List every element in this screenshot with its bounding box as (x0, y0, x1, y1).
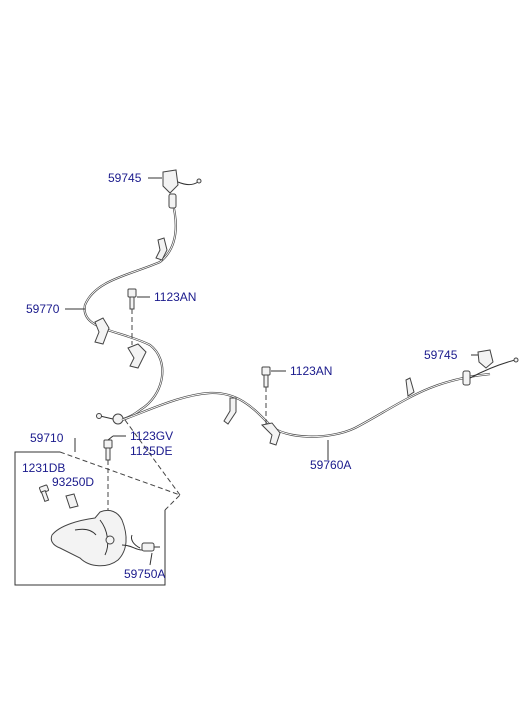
bolt-1231DB (38, 484, 50, 503)
clip-59745-top (162, 169, 202, 194)
cable-end-fitting (168, 193, 177, 209)
cable-bracket (127, 343, 147, 369)
cable-bracket (94, 317, 110, 345)
equalizer (112, 413, 124, 425)
label-59750A: 59750A (124, 567, 165, 581)
label-1123AN-left: 1123AN (154, 290, 196, 304)
cable-bracket (223, 397, 237, 425)
label-59710: 59710 (30, 431, 64, 445)
leader-lines (65, 177, 478, 566)
lever-assembly-box (14, 419, 181, 586)
cable-bracket (405, 377, 415, 397)
brake-switch-59750A (131, 534, 160, 552)
label-59745-top: 59745 (108, 171, 142, 185)
bolt-1123AN-mid (261, 366, 271, 425)
label-1231DB: 1231DB (22, 461, 65, 475)
label-1125DE: 1125DE (130, 444, 172, 458)
label-1123GV: 1123GV (130, 429, 173, 443)
rear-cable-59760A (121, 357, 519, 446)
bracket-93250D (65, 493, 79, 509)
bolt-1123AN-left (127, 288, 137, 345)
bolt-1123GV (103, 439, 113, 515)
cable-bracket (260, 422, 281, 446)
label-59760A: 59760A (310, 458, 351, 472)
label-59745-right: 59745 (424, 348, 458, 362)
cable-end-fitting (462, 370, 471, 386)
front-cable-59770 (83, 193, 177, 425)
label-59770: 59770 (26, 302, 60, 316)
label-1123AN-mid: 1123AN (290, 364, 332, 378)
parking-brake-lever (50, 509, 143, 567)
label-93250D: 93250D (52, 475, 94, 489)
cable-bracket (155, 237, 168, 261)
clip-59745-right (477, 349, 494, 369)
